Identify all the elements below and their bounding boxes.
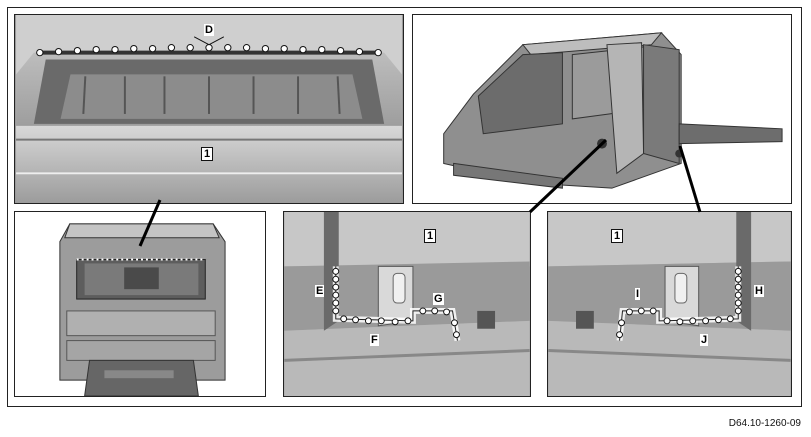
panel-bottom-left-image xyxy=(15,212,265,396)
callout-D: D xyxy=(204,24,214,36)
panel-top-right-image xyxy=(414,15,790,203)
callout-J: J xyxy=(700,334,709,346)
panel-top-left-image xyxy=(16,15,402,203)
panel-bottom-middle-image xyxy=(284,212,530,396)
callout-G: G xyxy=(433,293,444,305)
callout-I: I xyxy=(635,288,641,300)
callout-1-bottom-right: 1 xyxy=(611,229,624,243)
panel-top-right-overview xyxy=(412,14,792,204)
document-id: D64.10-1260-09 xyxy=(728,418,801,429)
callout-E: E xyxy=(315,285,325,297)
panel-bottom-right-closeup: 1 H I J xyxy=(547,211,792,397)
callout-1-top-left: 1 xyxy=(201,147,214,161)
callout-F: F xyxy=(370,334,379,346)
panel-top-left-closeup: D 1 xyxy=(14,14,404,204)
callout-1-bottom-middle: 1 xyxy=(424,229,437,243)
callout-H: H xyxy=(754,285,764,297)
panel-bottom-right-image xyxy=(548,212,791,396)
panel-bottom-left-rear-view xyxy=(14,211,266,397)
panel-bottom-middle-closeup: 1 E F G xyxy=(283,211,531,397)
